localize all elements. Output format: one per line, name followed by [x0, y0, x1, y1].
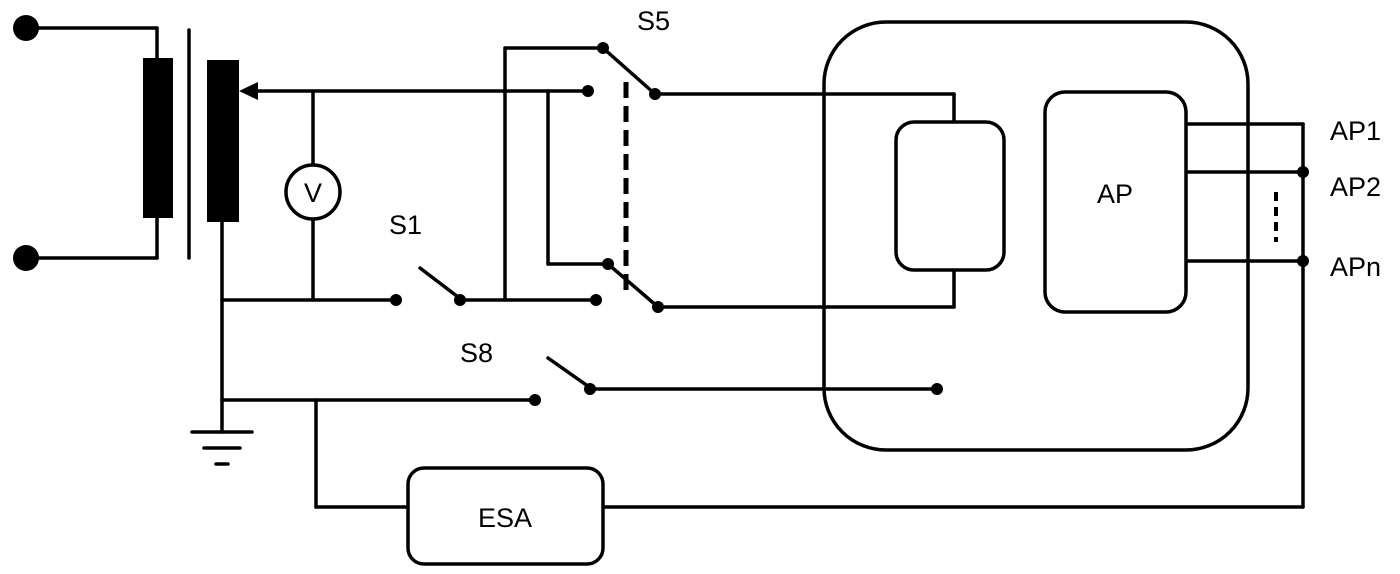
enclosure-outline: [822, 20, 1250, 452]
switch-s8: S8: [460, 338, 943, 406]
mains-terminal-top: [13, 15, 39, 41]
secondary-winding: [207, 60, 239, 222]
ap2-label: AP2: [1330, 172, 1381, 202]
ap1-label: AP1: [1330, 116, 1381, 146]
applied-part-label: AP: [1097, 179, 1133, 209]
wiring: [220, 46, 1305, 509]
voltmeter: V: [284, 163, 342, 221]
mains-terminal-bottom: [13, 245, 39, 271]
esa-label: ESA: [478, 503, 532, 533]
esa-box: [406, 466, 605, 566]
variable-tap-arrow: [239, 82, 258, 100]
switch-s1-label: S1: [389, 210, 422, 240]
mains-input: [13, 15, 159, 271]
isolation-transformer: [143, 28, 258, 260]
mains-part-box: [894, 120, 1006, 272]
apn-label: APn: [1330, 252, 1381, 282]
voltmeter-label: V: [304, 178, 322, 208]
voltmeter-circle: [284, 163, 342, 221]
switch-s8-label: S8: [460, 338, 493, 368]
device-enclosure: AP: [822, 20, 1250, 452]
switch-s1: S1: [389, 210, 466, 306]
applied-part-box: [1043, 90, 1188, 314]
applied-part-terminals: AP1 AP2 APn: [1297, 116, 1381, 282]
esa-device: ESA: [406, 466, 605, 566]
switch-s5-label: S5: [637, 6, 670, 36]
primary-winding: [143, 58, 173, 218]
ground-symbol: [190, 430, 254, 466]
switch-s5: S5: [582, 6, 670, 313]
